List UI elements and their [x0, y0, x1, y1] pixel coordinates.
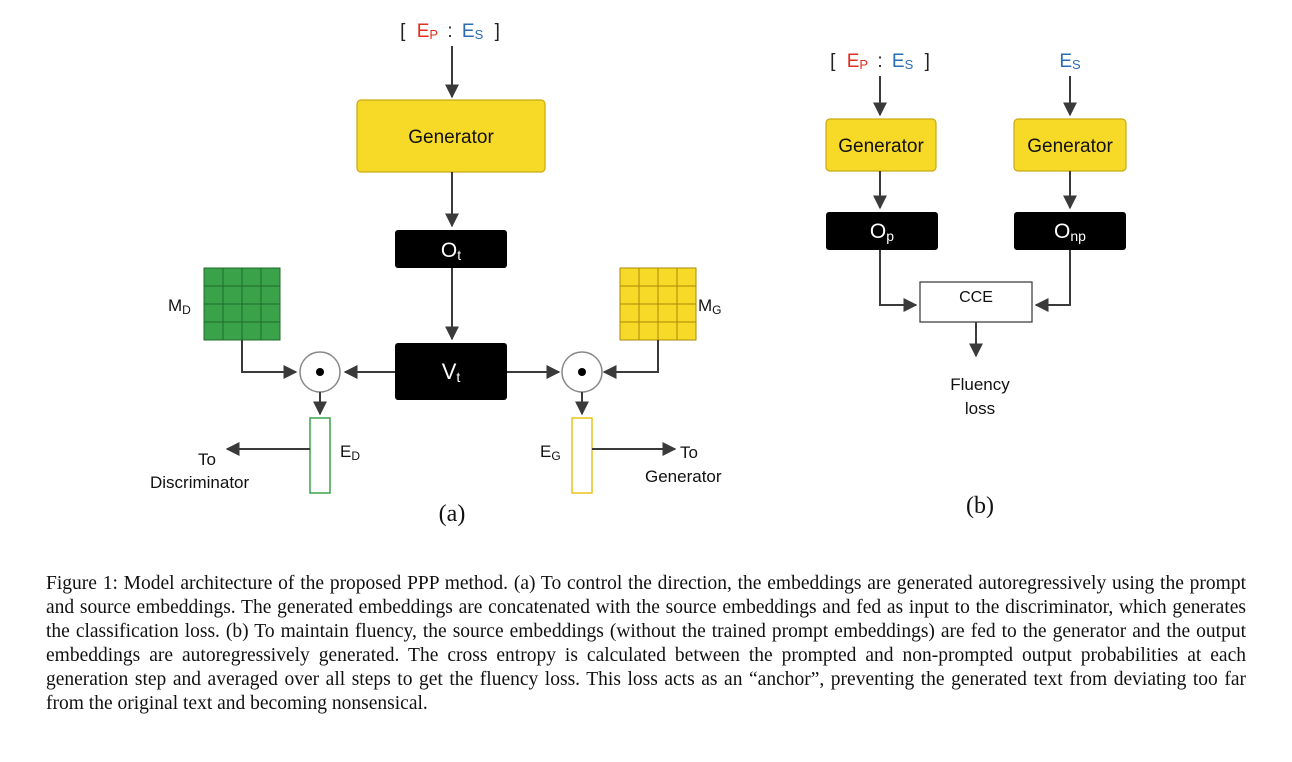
fluency-loss-line2: loss [965, 399, 995, 418]
panel-b: [ EP : ES ] ES Generator Generator Op On… [825, 51, 1127, 519]
to-generator-line2: Generator [645, 467, 722, 486]
cce-label: CCE [959, 289, 993, 306]
mg-matrix [619, 267, 697, 341]
arrow-op-to-cce [879, 250, 918, 312]
figure-caption: Figure 1: Model architecture of the prop… [46, 573, 1246, 714]
arrow-mg-to-right-dot [602, 340, 659, 379]
arrow-onp-to-cce [1034, 250, 1071, 312]
op-label: Op [870, 220, 894, 244]
arrow-md-to-left-dot [241, 340, 298, 379]
ot-box [395, 230, 507, 268]
panel-b-input2-label: ES [1059, 51, 1081, 72]
generator1-label: Generator [838, 136, 924, 157]
generator-label: Generator [408, 127, 494, 148]
ed-label: ED [340, 442, 360, 463]
panel-a-label: (a) [439, 501, 466, 527]
generator2-label: Generator [1027, 136, 1113, 157]
onp-box [1014, 212, 1126, 250]
op-box [826, 212, 938, 250]
right-dot-center [578, 368, 586, 376]
ed-vector [309, 417, 331, 494]
panel-b-input1-label: [ EP : ES ] [830, 51, 930, 74]
panel-a-input-label: [ EP : ES ] [400, 21, 500, 44]
panel-a: [ EP : ES ] Generator Ot Vt [150, 21, 722, 527]
vt-box [395, 343, 507, 400]
cce-box [919, 281, 1033, 323]
md-label: MD [168, 296, 191, 317]
left-dot-center [316, 368, 324, 376]
to-discriminator-line1: To [198, 450, 216, 469]
ot-label: Ot [441, 239, 461, 263]
eg-label: EG [540, 442, 561, 463]
onp-label: Onp [1054, 220, 1086, 244]
eg-vector [571, 417, 593, 494]
vt-label: Vt [442, 359, 461, 385]
architecture-figure: [ EP : ES ] Generator Ot Vt [150, 21, 1127, 527]
to-discriminator-line2: Discriminator [150, 473, 250, 492]
fluency-loss-line1: Fluency [950, 375, 1010, 394]
panel-b-label: (b) [966, 493, 994, 519]
md-matrix [203, 267, 281, 341]
to-generator-line1: To [680, 443, 698, 462]
mg-label: MG [698, 296, 722, 317]
